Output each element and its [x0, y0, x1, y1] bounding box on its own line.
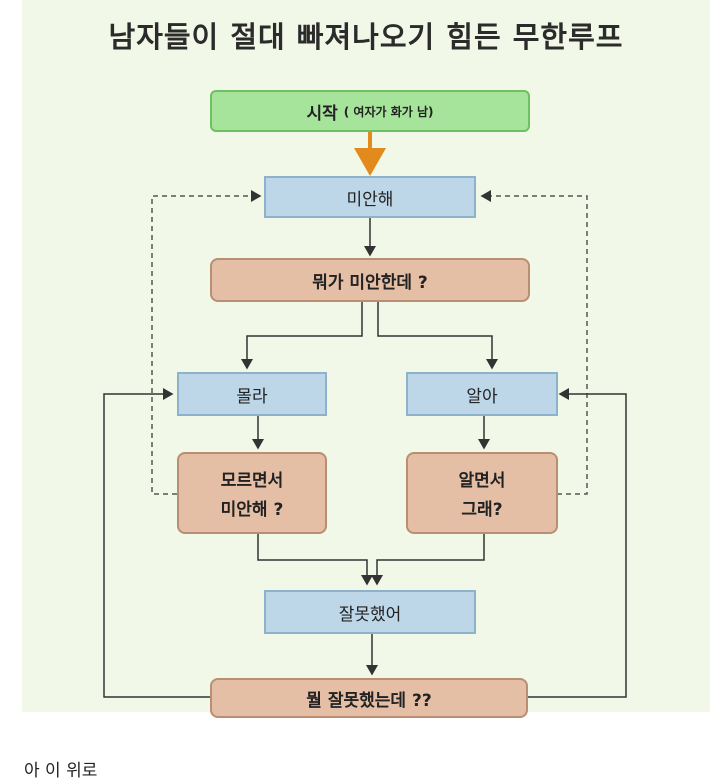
connector-lines [103, 131, 627, 698]
what-fault-node: 뭘 잘못했는데 ?? [210, 678, 528, 718]
know-then-node: 알면서 그래? [406, 452, 558, 534]
start-label: 시작 [306, 103, 338, 124]
start-node: 시작 ( 여자가 화가 남) [210, 90, 530, 132]
sorry-node: 미안해 [264, 176, 476, 218]
flowchart-image: 남자들이 절대 빠져나오기 힘든 무한루프 시작 [22, 0, 710, 718]
dont-know-sorry-line1: 모르면서 [220, 471, 284, 491]
start-sublabel: ( 여자가 화가 남) [343, 104, 434, 119]
dont-know-node: 몰라 [177, 372, 327, 416]
caption-text: 아 이 위로 [24, 761, 98, 781]
know-label: 알아 [466, 386, 498, 407]
sorry-label: 미안해 [346, 189, 394, 210]
what-fault-label: 뭘 잘못했는데 ?? [306, 690, 432, 711]
arrow-merge-right [371, 534, 485, 586]
what-sorry-node: 뭐가 미안한데 ? [210, 258, 530, 302]
arrow-split-right [377, 300, 498, 370]
know-then-line2: 그래? [461, 500, 503, 520]
arrow-split-left [241, 300, 363, 370]
know-then-line1: 알면서 [458, 471, 506, 491]
dont-know-sorry-line2: 미안해 ? [220, 500, 284, 520]
dashed-loop-left [151, 190, 262, 495]
what-sorry-label: 뭐가 미안한데 ? [312, 272, 428, 293]
dashed-loop-right [480, 190, 588, 495]
my-fault-label: 잘못했어 [338, 604, 402, 625]
loop-left [103, 388, 210, 698]
diagram-title: 남자들이 절대 빠져나오기 힘든 무한루프 [108, 20, 624, 54]
dont-know-label: 몰라 [236, 386, 268, 407]
know-node: 알아 [406, 372, 558, 416]
loop-right [526, 388, 627, 698]
arrow-merge-left [257, 534, 373, 586]
my-fault-node: 잘못했어 [264, 590, 476, 634]
dont-know-sorry-node: 모르면서 미안해 ? [177, 452, 327, 534]
